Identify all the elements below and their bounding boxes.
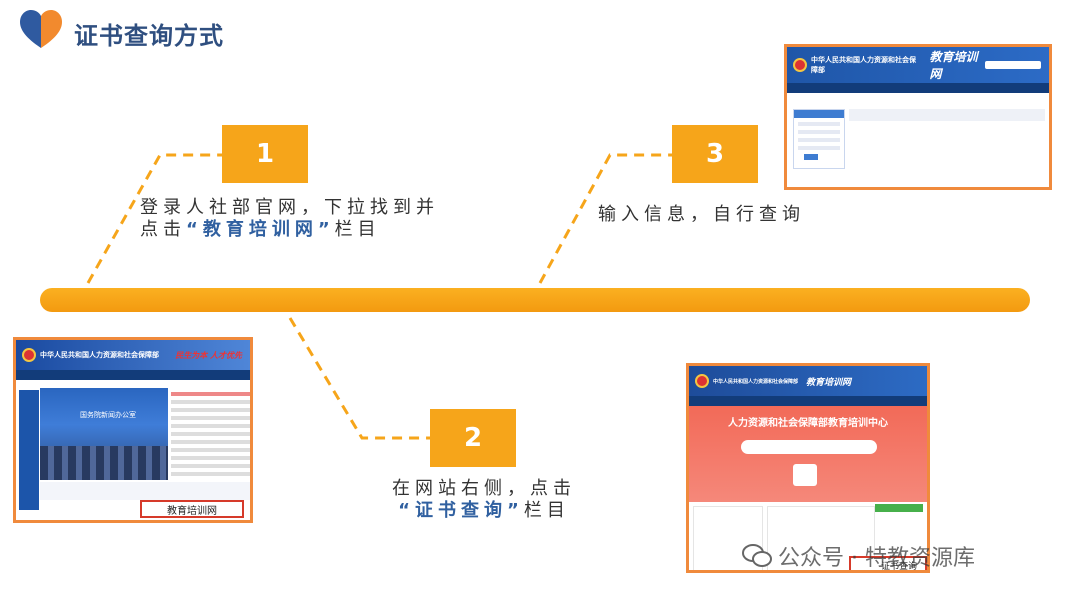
mini-nav-bar [16,370,250,380]
step-3-description: 输入信息，自行查询 [598,204,805,225]
mini-brand: 教育培训网 [929,50,978,81]
national-emblem-icon [22,348,36,362]
photo-caption: 国务院新闻办公室 [80,411,136,419]
mini-nav-bar [689,396,927,406]
step-1-line-2: 点击“教育培训网”栏目 [140,219,381,240]
mini-site-header: 中华人民共和国人力资源和社会保障部 教育培训网 [787,47,1049,83]
certificate-query-link-highlight[interactable]: 证书查询 [849,556,927,570]
mini-site-header: 中华人民共和国人力资源和社会保障部 教育培训网 [689,366,927,396]
screenshot-training-center-homepage: 中华人民共和国人力资源和社会保障部 教育培训网 人力资源和社会保障部教育培训中心… [686,363,930,573]
national-emblem-icon [695,374,709,388]
query-submit-button[interactable] [804,154,818,160]
step-2-line-1: 在网站右侧，点击 [392,478,576,499]
screenshot-certificate-query-form: 中华人民共和国人力资源和社会保障部 教育培训网 [784,44,1052,190]
mini-site-header: 中华人民共和国人力资源和社会保障部 民生为本 人才优先 [16,340,250,370]
mini-slogan: 民生为本 人才优先 [175,350,242,360]
green-tab [875,504,923,512]
heart-logo-icon [20,10,62,48]
timeline-bar [40,288,1030,312]
mini-nav-bar [787,83,1049,93]
step-2-line-2: “证书查询”栏目 [398,500,570,521]
step-2-badge: 2 [430,409,516,467]
mini-service-icons [40,482,250,500]
mini-site-name: 中华人民共和国人力资源和社会保障部 [713,378,799,385]
mini-site-name: 中华人民共和国人力资源和社会保障部 [811,56,916,74]
mini-news-photo: 国务院新闻办公室 [40,388,168,480]
mini-news-list [171,388,250,498]
magnifier-icon [793,464,817,486]
step-2-description: 在网站右侧，点击 “证书查询”栏目 [392,478,576,522]
step-1-badge: 1 [222,125,308,183]
watermark: 公众号 · 特教资源库 [742,540,975,572]
watermark-text: 公众号 · 特教资源库 [778,546,975,571]
screenshot-mohrss-homepage: 中华人民共和国人力资源和社会保障部 民生为本 人才优先 国务院新闻办公室 教育培… [13,337,253,523]
banner-title: 人力资源和社会保障部教育培训中心 [728,418,888,429]
step-1-line-1: 登录人社部官网，下拉找到并 [140,197,439,218]
page-title: 证书查询方式 [74,22,224,50]
query-result-panel [849,109,1045,121]
mini-brand: 教育培训网 [806,377,852,388]
wechat-icon [742,544,772,567]
mini-site-name: 中华人民共和国人力资源和社会保障部 [40,351,159,359]
mini-content-columns [693,506,925,570]
mini-sidebar [19,390,39,510]
query-form-panel [793,109,845,169]
step-3-badge: 3 [672,125,758,183]
mini-banner: 人力资源和社会保障部教育培训中心 [689,406,927,502]
education-training-link-highlight[interactable]: 教育培训网 [140,500,244,518]
national-emblem-icon [793,58,807,72]
step-1-description: 登录人社部官网，下拉找到并 点击“教育培训网”栏目 [140,197,439,241]
mini-search-box [985,61,1042,69]
photo-crowd [40,446,168,480]
